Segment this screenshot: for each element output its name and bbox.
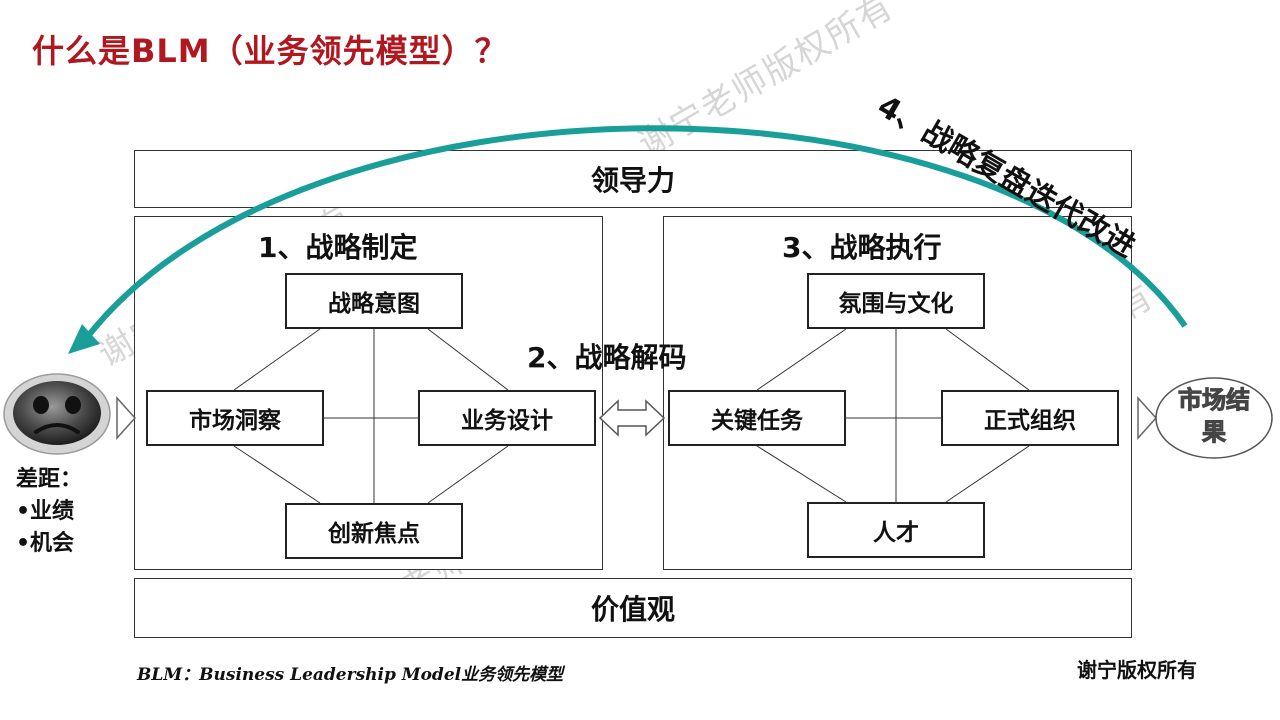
values-band: 价值观 bbox=[134, 578, 1132, 638]
input-chevron-icon bbox=[116, 396, 137, 440]
node-innovation-focus: 创新焦点 bbox=[285, 503, 463, 559]
copyright: 谢宁版权所有 bbox=[1077, 658, 1197, 682]
gap-item-opportunity: •机会 bbox=[16, 531, 75, 556]
sad-face-icon bbox=[3, 373, 111, 455]
market-result-oval bbox=[1155, 377, 1273, 459]
node-strategic-intent: 战略意图 bbox=[285, 273, 463, 329]
gap-list: 差距： •业绩 •机会 bbox=[16, 464, 82, 560]
node-market-insight: 市场洞察 bbox=[146, 390, 324, 446]
footnote: BLM：Business Leadership Model业务领先模型 bbox=[137, 665, 564, 685]
formulation-title: 1、战略制定 bbox=[258, 231, 418, 264]
node-talent: 人才 bbox=[807, 502, 985, 558]
execution-title: 3、战略执行 bbox=[782, 231, 942, 264]
page-title: 什么是BLM（业务领先模型）？ bbox=[32, 32, 508, 70]
decoding-label: 2、战略解码 bbox=[527, 341, 687, 374]
node-formal-organization: 正式组织 bbox=[941, 390, 1119, 446]
execution-connectors bbox=[756, 328, 1030, 503]
node-critical-tasks: 关键任务 bbox=[668, 390, 846, 446]
output-chevron-icon bbox=[1137, 396, 1158, 440]
feedback-loop-arrow bbox=[68, 125, 1188, 354]
decoding-double-arrow bbox=[598, 399, 666, 437]
formulation-connectors bbox=[233, 328, 509, 504]
gap-title: 差距： bbox=[16, 467, 83, 492]
leadership-label: 领导力 bbox=[590, 164, 675, 197]
node-business-design: 业务设计 bbox=[418, 390, 596, 446]
node-climate-culture: 氛围与文化 bbox=[807, 273, 985, 329]
values-label: 价值观 bbox=[590, 593, 675, 626]
gap-item-performance: •业绩 bbox=[16, 499, 75, 524]
market-result-label: 市场结果 bbox=[1178, 386, 1251, 447]
